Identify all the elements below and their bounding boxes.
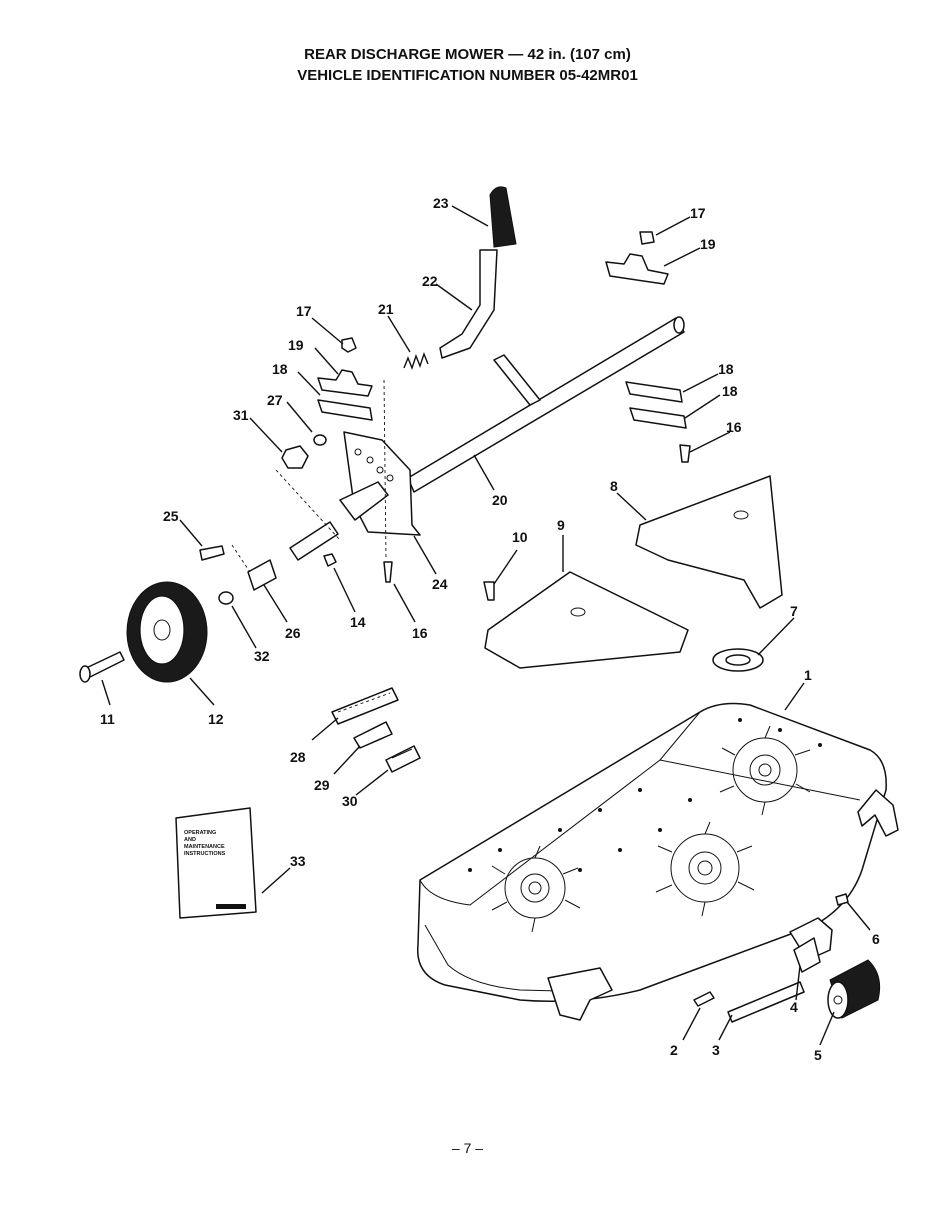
manual-text-4: INSTRUCTIONS — [184, 851, 226, 857]
page-number: – 7 – — [451, 1140, 484, 1156]
spindle-right — [719, 725, 811, 816]
linkage-rod — [231, 379, 387, 591]
callout-14: 14 — [350, 614, 366, 630]
callout-1: 1 — [804, 667, 812, 683]
manual-logo — [216, 904, 246, 909]
handle-grip — [489, 186, 517, 248]
left-hanger-hardware — [317, 337, 373, 421]
callout-25: 25 — [163, 508, 179, 524]
callout-20: 20 — [492, 492, 508, 508]
gauge-wheel — [126, 581, 208, 683]
callout-21: 21 — [378, 301, 394, 317]
callout-19-left: 19 — [288, 337, 304, 353]
callout-numbers: 1 2 3 4 5 6 7 8 9 10 11 12 14 16 16 17 1… — [100, 195, 880, 1063]
callout-8: 8 — [610, 478, 618, 494]
callout-18-right-b: 18 — [722, 383, 738, 399]
callout-7: 7 — [790, 603, 798, 619]
title-line-2: VEHICLE IDENTIFICATION NUMBER 05-42MR01 — [297, 67, 638, 84]
manual-text-3: MAINTENANCE — [184, 844, 225, 850]
baffle-9 — [484, 571, 689, 669]
callout-33: 33 — [290, 853, 306, 869]
callout-29: 29 — [314, 777, 330, 793]
callout-22: 22 — [422, 273, 438, 289]
right-hanger-hardware — [605, 231, 691, 463]
callout-31: 31 — [233, 407, 249, 423]
baffle-8 — [635, 475, 783, 609]
callout-17-right: 17 — [690, 205, 706, 221]
spindle-washer — [712, 648, 764, 672]
deck-holes — [468, 718, 822, 872]
roller-bracket — [793, 937, 821, 973]
lift-bracket — [339, 431, 421, 536]
callout-24: 24 — [432, 576, 448, 592]
spindle-center — [655, 821, 755, 917]
callout-2: 2 — [670, 1042, 678, 1058]
callout-11: 11 — [100, 711, 115, 727]
mower-deck — [417, 702, 899, 1021]
nut-6 — [835, 893, 849, 906]
callout-19-right: 19 — [700, 236, 716, 252]
decal-30 — [385, 745, 421, 773]
front-roller — [827, 959, 881, 1019]
callout-3: 3 — [712, 1042, 720, 1058]
lift-rod — [407, 316, 685, 493]
callout-30: 30 — [342, 793, 358, 809]
small-hardware — [199, 545, 495, 605]
callout-5: 5 — [814, 1047, 822, 1063]
decal-28 — [331, 687, 399, 725]
callout-23: 23 — [433, 195, 449, 211]
callout-4: 4 — [790, 999, 798, 1015]
roller-bolt — [693, 991, 715, 1007]
decal-29 — [353, 721, 393, 749]
callout-9: 9 — [557, 517, 565, 533]
callout-27: 27 — [267, 392, 283, 408]
callout-6: 6 — [872, 931, 880, 947]
callout-12: 12 — [208, 711, 224, 727]
callout-17-left: 17 — [296, 303, 312, 319]
callout-32: 32 — [254, 648, 270, 664]
leader-lines — [101, 205, 871, 1046]
callout-18-right-a: 18 — [718, 361, 734, 377]
manual-text-1: OPERATING — [184, 830, 216, 836]
washer-27 — [313, 434, 327, 446]
title-line-1: REAR DISCHARGE MOWER — 42 in. (107 cm) — [304, 46, 631, 63]
callout-16-left: 16 — [412, 625, 428, 641]
callout-18-left: 18 — [272, 361, 288, 377]
nut-31 — [281, 445, 309, 469]
callout-28: 28 — [290, 749, 306, 765]
wheel-bolt — [79, 651, 125, 683]
spindle-left — [491, 845, 581, 933]
manual-text-2: AND — [184, 837, 196, 843]
callout-16-right: 16 — [726, 419, 742, 435]
callout-10: 10 — [512, 529, 528, 545]
lift-handle — [439, 249, 498, 359]
manual: OPERATING AND MAINTENANCE INSTRUCTIONS — [175, 807, 257, 919]
callout-26: 26 — [285, 625, 301, 641]
spring — [403, 351, 429, 371]
title-block: REAR DISCHARGE MOWER — 42 in. (107 cm) V… — [0, 44, 935, 86]
